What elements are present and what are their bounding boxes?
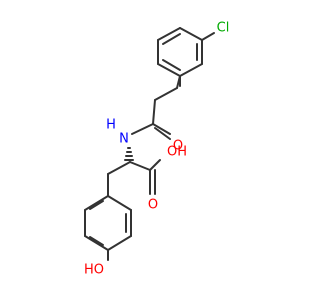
double-bond-inner	[89, 236, 104, 246]
bond	[154, 87, 178, 101]
double-bond-inner	[162, 59, 181, 71]
bond	[176, 75, 181, 89]
bond	[84, 235, 109, 251]
atom-cl: Cl	[217, 21, 230, 36]
double-bond-inner	[162, 33, 181, 45]
bond	[157, 27, 181, 41]
atom-h-amide: H	[106, 118, 116, 133]
bond	[152, 123, 171, 135]
bond	[107, 161, 131, 175]
bond	[84, 195, 109, 211]
bond	[107, 195, 132, 211]
atom-o-acid: O	[148, 198, 158, 213]
double-bond-inner	[89, 200, 104, 210]
bond	[129, 161, 151, 171]
hydroxyphenyl-ring	[84, 195, 132, 251]
atom-oh-acid: OH	[167, 145, 187, 160]
double-bond	[154, 127, 171, 140]
bond-to-cl	[201, 32, 215, 41]
chlorophenyl-ring	[157, 27, 203, 77]
atom-o-amide: O	[173, 139, 183, 154]
bond	[152, 99, 156, 125]
atom-n: N	[119, 132, 129, 147]
chemical-structure: Cl O H N O OH HO	[84, 21, 230, 278]
bond	[179, 27, 203, 41]
stereo-hash-bond	[124, 147, 134, 161]
bond	[107, 235, 132, 251]
bond	[149, 159, 161, 171]
bond	[157, 63, 181, 77]
atom-ho-phenol: HO	[84, 263, 104, 278]
bond	[179, 63, 203, 77]
bond	[131, 123, 154, 135]
